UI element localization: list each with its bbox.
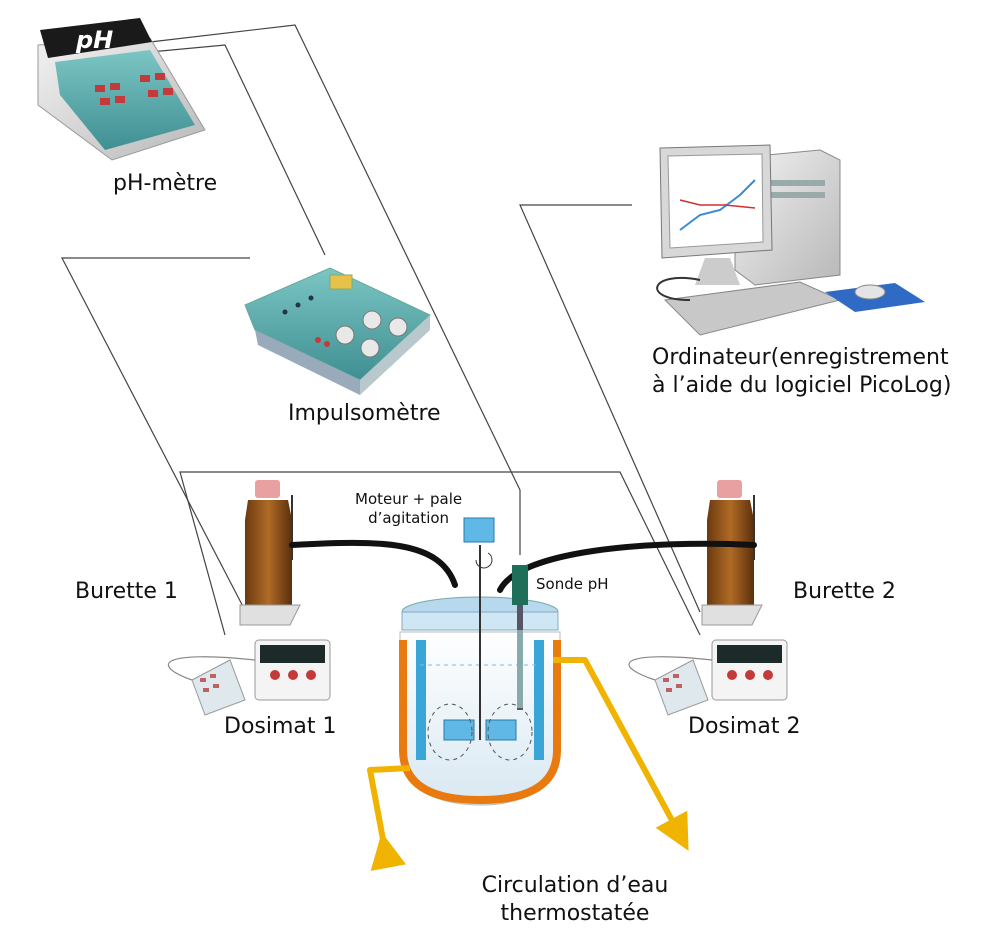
pulse-meter-label: Impulsomètre [288, 401, 441, 426]
ph-meter-screen-text: pH [76, 26, 114, 54]
water-circulation [367, 657, 689, 872]
computer-device [656, 144, 925, 336]
computer-label: Ordinateur(enregistrement à l’aide du lo… [652, 344, 951, 399]
motor-label-line2: d’agitation [368, 508, 450, 527]
wire-pulse-burette1 [61, 257, 251, 621]
motor-label: Moteur + pale d’agitation [355, 490, 462, 528]
pulse-meter-device [244, 267, 431, 395]
probe-label: Sonde pH [536, 575, 609, 593]
burette-1-device [239, 480, 301, 626]
signal-wires [61, 24, 701, 636]
ph-meter-device [37, 18, 206, 161]
burette-1-label: Burette 1 [75, 579, 178, 604]
wire-top-loop [179, 471, 510, 636]
tube-burette1 [289, 539, 458, 588]
computer-label-line1: Ordinateur(enregistrement [652, 345, 949, 370]
wire-top-loop-right [510, 471, 701, 636]
dosimat-1-label: Dosimat 1 [224, 714, 337, 739]
dosimat-2-label: Dosimat 2 [688, 714, 801, 739]
motor-label-line1: Moteur + pale [355, 490, 463, 508]
dosimat-2-device [628, 639, 788, 716]
burette-2-label: Burette 2 [793, 579, 896, 604]
water-inlet [367, 765, 411, 872]
water-outlet [553, 657, 689, 851]
water-label-line1: Circulation d’eau [481, 873, 669, 898]
wire-phmeter-probe [149, 24, 521, 555]
ph-meter-label: pH-mètre [113, 171, 218, 196]
dosimat-1-device [167, 639, 331, 716]
water-label-line2: thermostatée [500, 900, 650, 926]
computer-label-line2: à l’aide du logiciel PicoLog) [652, 372, 952, 398]
wire-phmeter-pulse [149, 44, 326, 256]
burette-2-device [701, 480, 763, 626]
wire-computer-dosimat2 [519, 204, 701, 613]
reactor-vessel [399, 517, 561, 806]
water-label: Circulation d’eau thermostatée [445, 872, 705, 927]
